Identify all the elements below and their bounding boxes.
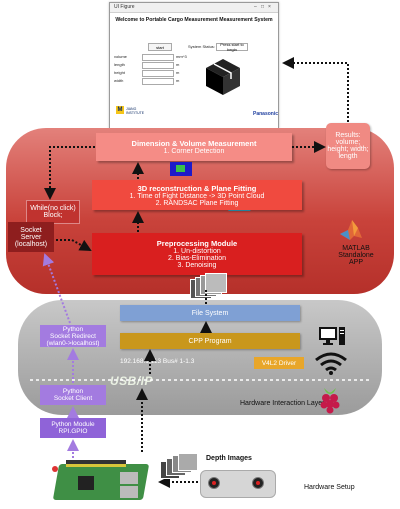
preprocessing-title: Preprocessing Module xyxy=(156,239,238,248)
dimension-measurement-box: Dimension & Volume Measurement 1. Corner… xyxy=(96,133,292,161)
socket-server-box: Socket Server (localhost) xyxy=(8,222,54,252)
dimension-step: 1. Corner Detection xyxy=(163,148,225,155)
python-socket-client-box: Python Socket Client xyxy=(40,385,106,405)
preprocessing-box: Preprocessing Module 1. Un-distortion 2.… xyxy=(92,233,302,275)
reconstruction-title: 3D reconstruction & Plane Fitting xyxy=(137,183,257,193)
socket-line: (localhost) xyxy=(14,240,48,248)
university-logo: M JIANG INSTITUTE xyxy=(116,106,145,115)
result-unit: m xyxy=(176,62,180,67)
results-box: Results: volume; height; width; length xyxy=(326,123,370,169)
v4l2-driver-box: V4L2 Driver xyxy=(254,357,304,369)
hardware-setup-label: Hardware Setup xyxy=(304,484,355,491)
while-line: While(no click) xyxy=(30,205,76,212)
figure-header: Welcome to Portable Cargo Measurement Me… xyxy=(115,17,273,23)
py-line: Python xyxy=(62,388,84,395)
while-line: Block; xyxy=(43,212,63,219)
wifi-icon xyxy=(315,352,347,375)
result-field xyxy=(142,62,174,69)
result-field xyxy=(142,78,174,85)
preprocessing-step: 1. Un-distortion xyxy=(173,248,221,255)
app-label-line: Standalone xyxy=(338,252,374,259)
cube-icon xyxy=(206,59,240,95)
sensor-lens-icon xyxy=(208,477,220,489)
depth-images-stack xyxy=(160,453,200,481)
socket-line: Socket xyxy=(20,226,42,234)
result-row-height: height m xyxy=(114,70,184,77)
result-label: width xyxy=(114,78,124,83)
panasonic-logo: Panasonic xyxy=(253,111,279,117)
usbip-label: USB/IP xyxy=(110,374,154,388)
py-line: Socket Redirect xyxy=(50,332,96,340)
reconstruction-box: 3D reconstruction & Plane Fitting 1. Tim… xyxy=(92,180,302,210)
py-line: (wlan0->localhost) xyxy=(46,339,100,347)
figure-titlebar: UI Figure – □ × xyxy=(110,3,278,13)
status-label: System Status: xyxy=(188,44,215,49)
result-row-length: length m xyxy=(114,62,184,69)
python-socket-redirect-box: Python Socket Redirect (wlan0->localhost… xyxy=(40,325,106,347)
raspberry-pi-board xyxy=(48,458,150,504)
py-line: Socket Client xyxy=(53,395,93,402)
matlab-standalone-label: MATLAB Standalone APP xyxy=(326,245,386,266)
depth-image-thumbnail xyxy=(170,162,192,176)
app-label-line: APP xyxy=(348,259,363,266)
reconstruction-step: 1. Time of Fight Distance -> 3D Point Cl… xyxy=(129,192,265,200)
app-label-line: MATLAB xyxy=(342,245,370,252)
result-unit: m xyxy=(176,70,180,75)
socket-line: Server xyxy=(20,233,42,241)
preprocessing-step: 2. Bias-Elimination xyxy=(168,255,226,262)
py-line: Python Module xyxy=(51,421,95,428)
figure-title: UI Figure xyxy=(114,4,135,10)
result-label: volume xyxy=(114,54,127,59)
dimension-title: Dimension & Volume Measurement xyxy=(131,139,257,148)
result-unit: mm^3 xyxy=(176,54,187,59)
file-system-box: File System xyxy=(120,305,300,321)
result-row-width: width m xyxy=(114,78,184,85)
depth-images-label: Depth Images xyxy=(206,455,252,462)
result-row-volume: volume mm^3 xyxy=(114,54,187,61)
result-unit: m xyxy=(176,78,180,83)
cpp-program-box: CPP Program xyxy=(120,333,300,349)
preprocessing-step: 3. Denoising xyxy=(177,262,217,269)
result-label: height xyxy=(114,70,125,75)
close-icon[interactable]: × xyxy=(268,4,271,10)
result-label: length xyxy=(114,62,125,67)
reconstruction-step: 2. RANDSAC Plane Fitting xyxy=(155,199,239,207)
hardware-layer-label: Hardware Interaction Layer xyxy=(240,400,325,407)
raspberry-pi-icon xyxy=(320,388,340,414)
computer-icon xyxy=(319,327,345,345)
start-button[interactable]: start xyxy=(148,43,172,51)
minimize-icon[interactable]: – xyxy=(254,4,257,10)
ip-bus-label: 192.168.1.113 Bus# 1-1.3 xyxy=(120,358,195,365)
result-field xyxy=(142,70,174,77)
py-line: RPI.GPIO xyxy=(58,428,88,435)
matlab-logo-icon xyxy=(340,220,362,240)
status-field: Press start to begin xyxy=(216,42,248,52)
python-gpio-box: Python Module RPI.GPIO xyxy=(40,418,106,438)
sensor-lens-icon xyxy=(252,477,264,489)
result-field xyxy=(142,54,174,61)
matlab-ui-figure: UI Figure – □ × Welcome to Portable Carg… xyxy=(109,2,279,129)
maximize-icon[interactable]: □ xyxy=(261,4,265,10)
py-line: Python xyxy=(62,325,84,333)
